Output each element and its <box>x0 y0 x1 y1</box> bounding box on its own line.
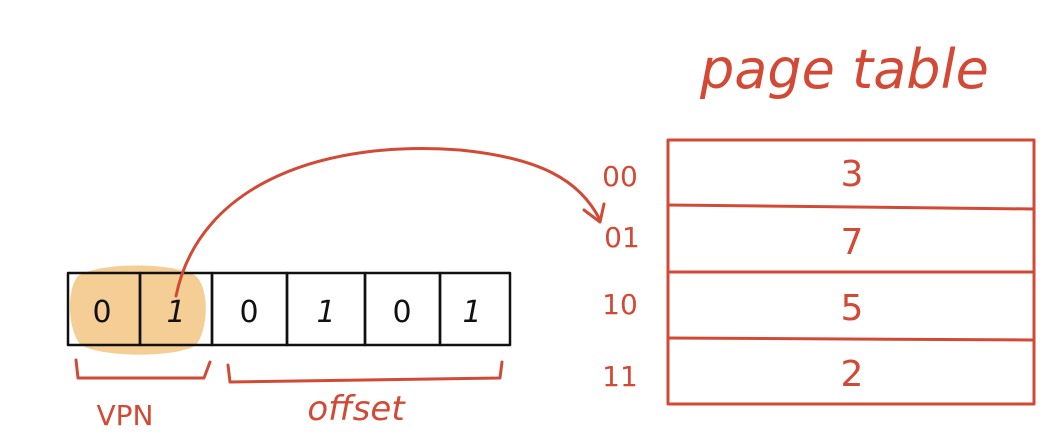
lookup-arrow <box>174 147 602 298</box>
row-index-00: 00 <box>602 160 638 193</box>
row-index-11: 11 <box>602 360 638 393</box>
bit-1: 1 <box>166 295 185 330</box>
row-index-01: 01 <box>604 221 640 254</box>
address-bits: 0 1 0 1 0 1 <box>66 271 512 347</box>
vpn-highlight <box>69 265 206 355</box>
lookup-arrowhead <box>582 202 606 224</box>
row-value-1: 7 <box>841 222 864 263</box>
page-table-title: page table <box>699 38 989 101</box>
offset-bracket <box>226 360 504 384</box>
page-table: 00 01 10 11 3 7 5 2 <box>602 138 1036 406</box>
vpn-bracket <box>74 358 212 380</box>
bit-0: 0 <box>92 295 111 330</box>
bit-2: 0 <box>239 295 258 330</box>
row-index-10: 10 <box>602 288 638 321</box>
bit-4: 0 <box>392 295 411 330</box>
bit-box-5 <box>438 271 512 347</box>
bit-3: 1 <box>316 295 335 330</box>
bit-5: 1 <box>462 295 481 330</box>
vpn-label: VPN <box>97 399 154 432</box>
row-value-3: 2 <box>841 354 864 395</box>
row-value-0: 3 <box>841 154 864 195</box>
row-divider-3 <box>666 336 1036 342</box>
row-divider-1 <box>666 203 1036 211</box>
row-value-2: 5 <box>841 288 864 329</box>
offset-label: offset <box>307 389 406 429</box>
